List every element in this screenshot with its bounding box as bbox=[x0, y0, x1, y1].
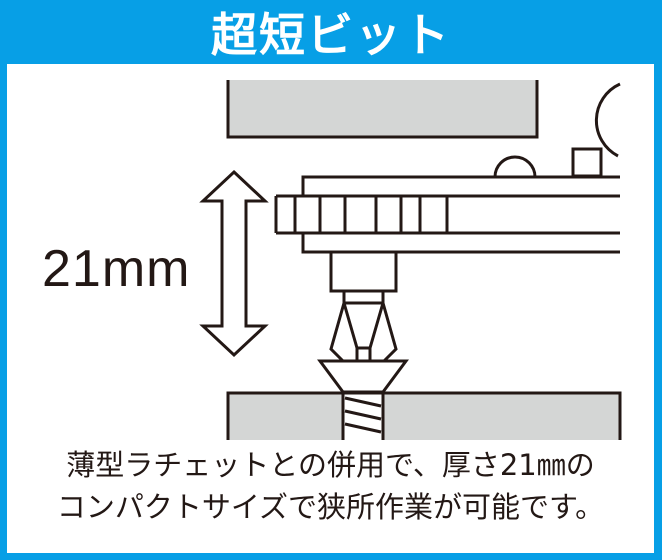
ratchet-head-arc bbox=[594, 82, 621, 158]
ratchet-dome bbox=[493, 155, 537, 178]
caption-line-1: 薄型ラチェットとの併用で、厚さ21㎜の bbox=[66, 448, 595, 482]
dimension-arrow bbox=[199, 169, 269, 358]
caption-line-2: コンパクトサイズで狭所作業が可能です。 bbox=[56, 490, 605, 524]
lower-workpiece bbox=[226, 391, 622, 440]
screw-head bbox=[317, 359, 409, 394]
socket bbox=[329, 252, 398, 293]
bit-diagram bbox=[199, 80, 622, 440]
dimension-label: 21mm bbox=[42, 240, 191, 298]
thin-ratchet bbox=[274, 175, 620, 254]
ratchet-button bbox=[571, 147, 603, 178]
header-banner: 超短ビット bbox=[0, 0, 662, 64]
upper-workpiece bbox=[226, 80, 539, 139]
caption: 薄型ラチェットとの併用で、厚さ21㎜の コンパクトサイズで狭所作業が可能です。 bbox=[7, 444, 654, 528]
header-title: 超短ビット bbox=[211, 8, 451, 62]
content-panel: 21mm 薄型ラチェットとの併用で、厚さ21㎜の コンパクトサイズで狭所作業が可… bbox=[7, 64, 654, 553]
screw-shaft bbox=[341, 393, 385, 440]
short-bit bbox=[329, 291, 398, 363]
